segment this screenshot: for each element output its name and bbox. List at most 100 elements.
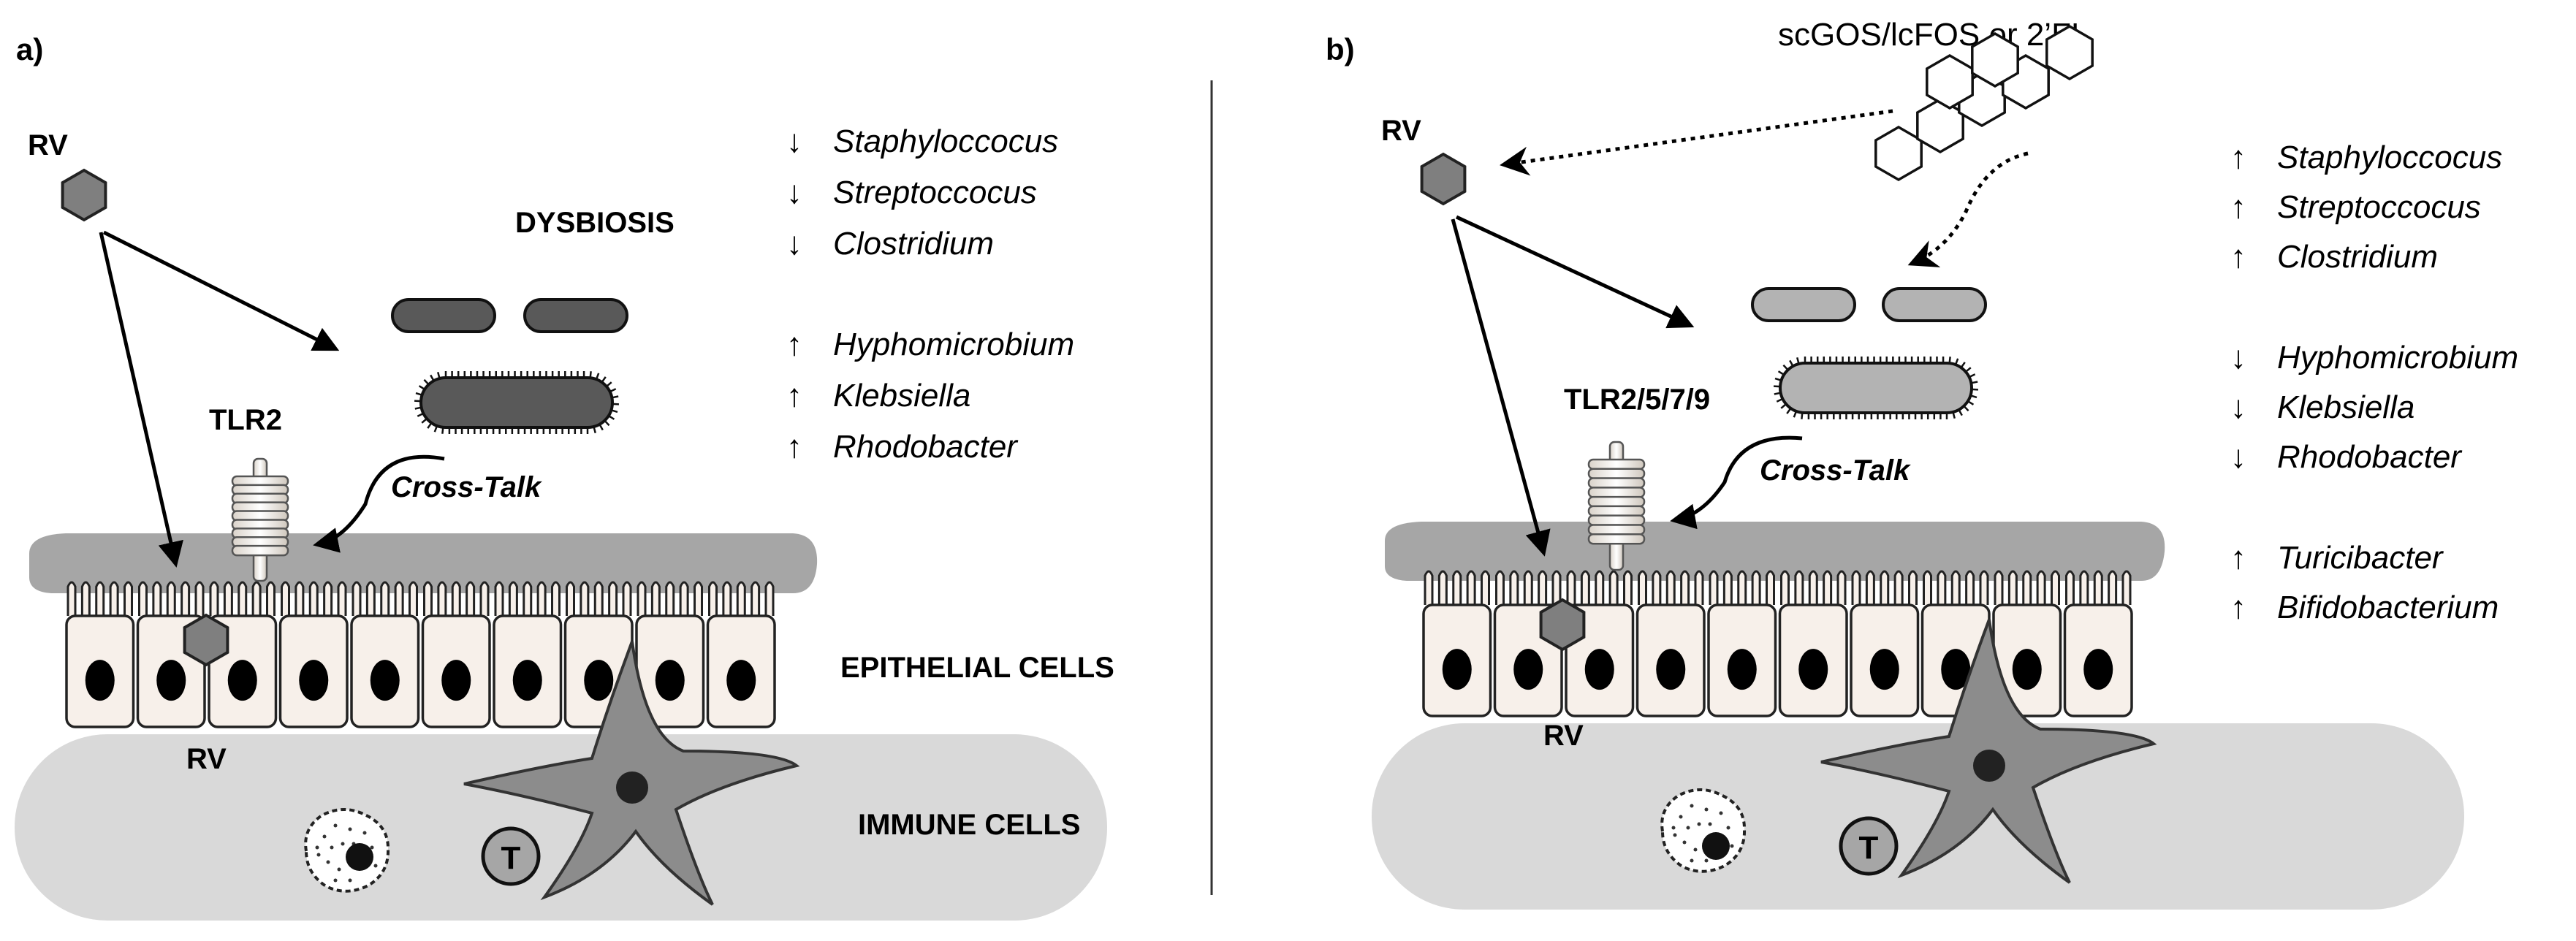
- virus-label: RV: [28, 129, 68, 161]
- t-cell: T: [1841, 818, 1896, 874]
- microbe-item: ↓ Rhodobacter: [2230, 439, 2463, 475]
- microbe-name: Streptoccocus: [2277, 189, 2481, 225]
- increase-arrow: ↑: [2230, 189, 2246, 225]
- microbe-item: ↑ Rhodobacter: [786, 429, 1019, 465]
- bacterium: [1752, 289, 1855, 321]
- decrease-arrow: ↓: [786, 226, 802, 262]
- bacteria-group: [392, 300, 627, 434]
- crosstalk-label: Cross-Talk: [1760, 454, 1911, 487]
- microbe-name: Turicibacter: [2277, 540, 2444, 576]
- microbe-item: ↓ Streptoccocus: [786, 175, 1037, 210]
- increase-arrow: ↑: [786, 429, 802, 465]
- increase-arrow: ↑: [2230, 140, 2246, 175]
- microbe-name: Rhodobacter: [833, 429, 1019, 465]
- panel-b-label: b): [1326, 32, 1355, 66]
- epithelial-cell: [1851, 571, 1918, 716]
- microbe-item: ↑ Bifidobacterium: [2230, 590, 2499, 625]
- dysbiosis-label: DYSBIOSIS: [515, 207, 675, 239]
- microbe-item: ↑ Streptoccocus: [2230, 189, 2481, 225]
- epithelial-cell: [2065, 571, 2132, 716]
- microbe-name: Rhodobacter: [2277, 439, 2463, 475]
- bacterium: [525, 300, 627, 332]
- microbe-name: Staphyloccocus: [2277, 140, 2502, 175]
- virus-icon: [1422, 154, 1465, 204]
- t-cell-label: T: [501, 840, 521, 876]
- microbe-name: Klebsiella: [2277, 389, 2414, 425]
- microbe-name: Clostridium: [2277, 239, 2438, 275]
- bacterium: [1883, 289, 1986, 321]
- arrow-prebiotic-to-virus: [1505, 111, 1893, 164]
- arrow-virus-to-epithelium: [101, 232, 175, 563]
- increase-arrow: ↑: [2230, 590, 2246, 625]
- epithelial-cell: [281, 582, 348, 727]
- epithelial-cell: [1424, 571, 1491, 716]
- epithelial-cell: [494, 582, 561, 727]
- epithelial-cell: [352, 582, 419, 727]
- microbe-item: ↑ Clostridium: [2230, 239, 2438, 275]
- microbe-name: Klebsiella: [833, 378, 970, 414]
- arrow-virus-to-epithelium: [1453, 219, 1543, 552]
- microbe-item: ↑ Staphyloccocus: [2230, 140, 2502, 175]
- epithelial-cell: [1638, 571, 1705, 716]
- epithelial-cell: [1709, 571, 1776, 716]
- microbe-name: Hyphomicrobium: [2277, 340, 2518, 376]
- microbe-item: ↓ Clostridium: [786, 226, 994, 262]
- increase-arrow: ↑: [2230, 239, 2246, 275]
- bacterium: [392, 300, 495, 332]
- microbe-item: ↑ Klebsiella: [786, 378, 970, 414]
- microbe-name: Clostridium: [833, 226, 994, 262]
- bacterium-large: [421, 378, 612, 427]
- decrease-arrow: ↓: [2230, 389, 2246, 425]
- decrease-arrow: ↓: [786, 175, 802, 210]
- panel-a: a) T TLR2 R: [15, 32, 1114, 921]
- microbe-item: ↓ Staphyloccocus: [786, 123, 1058, 159]
- virus-in-cell-icon: [185, 615, 228, 665]
- decrease-arrow: ↓: [786, 123, 802, 159]
- macrophage: [1662, 790, 1744, 872]
- crosstalk-label: Cross-Talk: [391, 471, 542, 503]
- decrease-arrow: ↓: [2230, 340, 2246, 376]
- increase-arrow: ↑: [786, 378, 802, 414]
- virus-in-cell-label: RV: [186, 743, 227, 775]
- bacterium-large: [1780, 363, 1972, 413]
- epithelial-cells-label: EPITHELIAL CELLS: [840, 652, 1114, 684]
- increase-arrow: ↑: [786, 327, 802, 362]
- microbe-list-a: ↓ Staphyloccocus ↓ Streptoccocus ↓ Clostridiu…: [786, 123, 1074, 465]
- epithelial-cell-row: [1424, 571, 2132, 716]
- bacteria-group: [1752, 289, 1986, 419]
- epithelial-cell: [67, 582, 134, 727]
- microbe-name: Hyphomicrobium: [833, 327, 1074, 362]
- immune-cells-label: IMMUNE CELLS: [858, 809, 1080, 841]
- arrow-virus-to-bacteria: [104, 232, 335, 348]
- virus-label: RV: [1381, 115, 1421, 147]
- virus-in-cell-icon: [1541, 600, 1584, 649]
- microbe-item: ↑ Hyphomicrobium: [786, 327, 1074, 362]
- panel-b: b) T TLR2/5/7/9 RV RV: [1326, 17, 2518, 910]
- receptor-label: TLR2: [209, 404, 282, 436]
- microbe-item: ↓ Klebsiella: [2230, 389, 2414, 425]
- microbe-list-b: ↑ Staphyloccocus ↑ Streptoccocus ↑ Clostridiu…: [2230, 140, 2518, 625]
- virus-icon: [63, 170, 106, 220]
- virus-in-cell-label: RV: [1543, 720, 1584, 752]
- prebiotic-label: scGOS/lcFOS or 2’FL: [1778, 17, 2089, 53]
- epithelial-cell: [1780, 571, 1847, 716]
- microbe-item: ↑ Turicibacter: [2230, 540, 2444, 576]
- decrease-arrow: ↓: [2230, 439, 2246, 475]
- epithelial-cell-row: [67, 582, 775, 727]
- macrophage: [305, 809, 388, 891]
- epithelial-cell: [708, 582, 775, 727]
- microbe-name: Streptoccocus: [833, 175, 1037, 210]
- microbe-name: Staphyloccocus: [833, 123, 1058, 159]
- t-cell: T: [483, 828, 539, 884]
- microbe-item: ↓ Hyphomicrobium: [2230, 340, 2518, 376]
- increase-arrow: ↑: [2230, 540, 2246, 576]
- t-cell-label: T: [1859, 830, 1879, 866]
- panel-a-label: a): [16, 32, 43, 66]
- arrow-prebiotic-to-bacteria: [1913, 153, 2028, 263]
- epithelial-cell: [1566, 571, 1633, 716]
- receptor-label: TLR2/5/7/9: [1564, 384, 1710, 416]
- microbe-name: Bifidobacterium: [2277, 590, 2499, 625]
- arrow-virus-to-bacteria: [1456, 217, 1690, 325]
